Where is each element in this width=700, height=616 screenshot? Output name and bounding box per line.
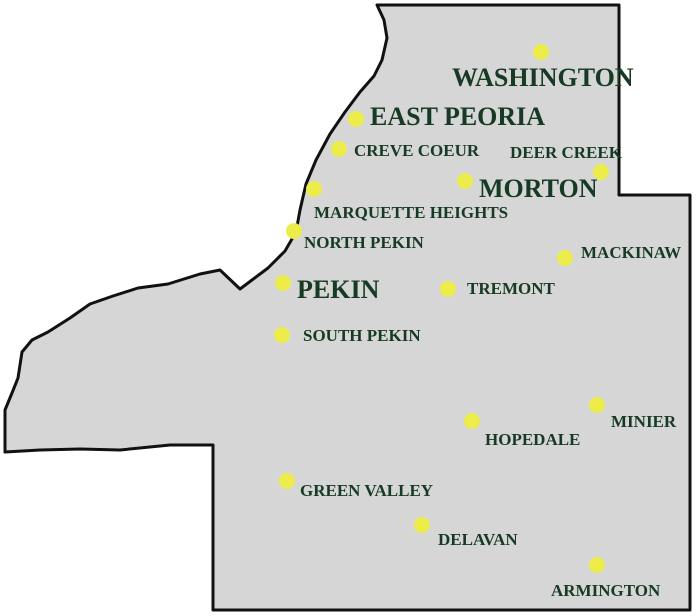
- town-label: CREVE COEUR: [354, 141, 480, 160]
- town-armington[interactable]: ARMINGTON: [551, 557, 661, 600]
- town-marker: [348, 111, 364, 127]
- town-label: MACKINAW: [581, 243, 681, 262]
- town-tremont[interactable]: TREMONT: [440, 279, 556, 298]
- town-delavan[interactable]: DELAVAN: [414, 517, 518, 549]
- town-label: MINIER: [611, 412, 677, 431]
- town-label: PEKIN: [297, 275, 380, 304]
- town-label: MORTON: [479, 174, 598, 203]
- town-marker: [464, 413, 480, 429]
- town-label: WASHINGTON: [452, 63, 634, 92]
- town-marker: [457, 173, 473, 189]
- town-creve-coeur[interactable]: CREVE COEUR: [331, 141, 480, 160]
- town-marker: [593, 164, 609, 180]
- town-label: NORTH PEKIN: [304, 233, 425, 252]
- town-green-valley[interactable]: GREEN VALLEY: [279, 473, 433, 500]
- town-marker: [306, 181, 322, 197]
- town-marker: [331, 141, 347, 157]
- town-deer-creek[interactable]: DEER CREEK: [510, 143, 623, 180]
- town-hopedale[interactable]: HOPEDALE: [464, 413, 580, 449]
- town-label: SOUTH PEKIN: [303, 326, 421, 345]
- town-south-pekin[interactable]: SOUTH PEKIN: [274, 326, 421, 345]
- town-marker: [589, 397, 605, 413]
- town-marker: [275, 275, 291, 291]
- town-marker: [557, 250, 573, 266]
- town-marker: [274, 327, 290, 343]
- town-marker: [533, 44, 549, 60]
- town-label: ARMINGTON: [551, 581, 661, 600]
- town-marker: [440, 281, 456, 297]
- town-marquette-heights[interactable]: MARQUETTE HEIGHTS: [306, 181, 508, 222]
- town-marker: [414, 517, 430, 533]
- town-label: DELAVAN: [438, 530, 518, 549]
- town-label: DEER CREEK: [510, 143, 623, 162]
- town-east-peoria[interactable]: EAST PEORIA: [348, 102, 545, 131]
- town-label: HOPEDALE: [485, 430, 580, 449]
- town-washington[interactable]: WASHINGTON: [452, 44, 634, 92]
- town-minier[interactable]: MINIER: [589, 397, 677, 431]
- town-label: GREEN VALLEY: [300, 481, 433, 500]
- town-morton[interactable]: MORTON: [457, 173, 598, 203]
- town-north-pekin[interactable]: NORTH PEKIN: [286, 223, 425, 252]
- town-marker: [589, 557, 605, 573]
- town-label: TREMONT: [467, 279, 556, 298]
- town-marker: [279, 473, 295, 489]
- town-layer: WASHINGTON EAST PEORIA CREVE COEUR DEER …: [274, 44, 681, 600]
- town-label: EAST PEORIA: [370, 102, 545, 131]
- town-pekin[interactable]: PEKIN: [275, 275, 380, 304]
- county-outline: [3, 3, 692, 612]
- town-label: MARQUETTE HEIGHTS: [314, 203, 508, 222]
- town-marker: [286, 223, 302, 239]
- town-mackinaw[interactable]: MACKINAW: [557, 243, 681, 266]
